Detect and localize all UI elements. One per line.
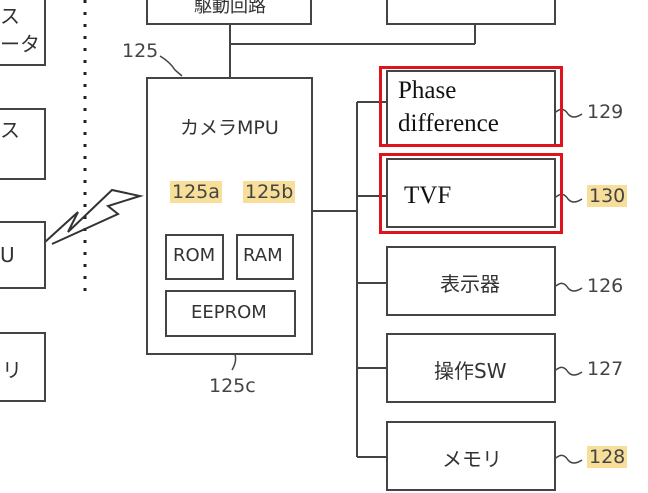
ram-label: RAM	[243, 245, 283, 266]
eeprom-label: EEPROM	[191, 302, 267, 323]
phase-difference-label: Phase difference	[398, 77, 499, 137]
camera-mpu-block: カメラMPU 125a 125b ROM RAM EEPROM	[146, 77, 313, 355]
left-block-1-label: ス ータ	[0, 4, 40, 56]
display-label: 表示器	[440, 272, 500, 296]
left-block-4: リ	[0, 332, 46, 402]
display-ref: 126	[587, 275, 624, 297]
tvf-block: TVF	[386, 158, 556, 228]
rom-label: ROM	[173, 245, 216, 266]
rom-block: ROM	[165, 234, 224, 280]
memory-block: メモリ	[386, 421, 556, 491]
drive-circuit-block: 駆動回路	[146, 0, 312, 25]
operation-switch-ref: 127	[587, 358, 624, 380]
memory-ref: 128	[587, 446, 628, 468]
top-right-block	[386, 0, 556, 25]
ram-ref: 125b	[243, 181, 296, 203]
ram-block: RAM	[236, 234, 294, 280]
phase-difference-highlight-frame	[379, 66, 563, 147]
camera-mpu-title: カメラMPU	[180, 117, 279, 139]
memory-label: メモリ	[442, 447, 502, 471]
left-block-2-label: ス	[0, 118, 20, 142]
left-block-4-label: リ	[2, 358, 22, 382]
phase-difference-ref: 129	[587, 101, 624, 123]
left-block-3-label: U	[0, 243, 15, 267]
tvf-highlight-frame	[379, 153, 563, 234]
operation-switch-label: 操作SW	[434, 359, 507, 383]
left-block-3: U	[0, 221, 46, 289]
eeprom-ref: 125c	[209, 375, 256, 397]
drive-circuit-label: 駆動回路	[194, 0, 266, 17]
rom-ref: 125a	[170, 181, 222, 203]
tvf-ref: 130	[587, 185, 628, 207]
left-block-1: ス ータ	[0, 0, 46, 66]
phase-difference-block: Phase difference	[386, 70, 556, 146]
eeprom-block: EEPROM	[165, 290, 296, 337]
operation-switch-block: 操作SW	[386, 333, 556, 403]
camera-mpu-ref: 125	[122, 40, 159, 62]
display-block: 表示器	[386, 246, 556, 316]
left-block-2: ス	[0, 108, 46, 180]
tvf-label: TVF	[404, 182, 452, 209]
